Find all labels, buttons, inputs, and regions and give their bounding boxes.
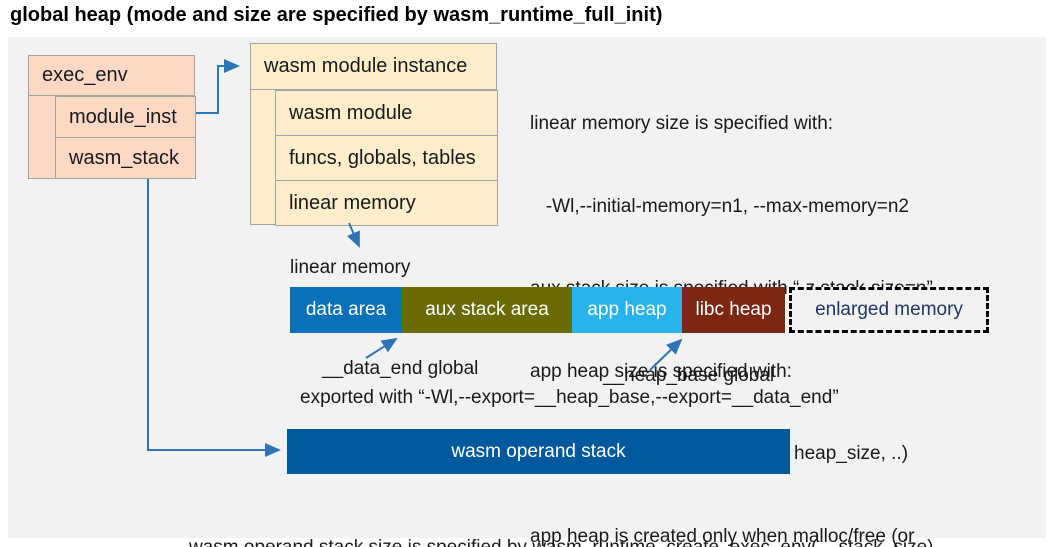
segment-label: app heap [587, 299, 667, 320]
segment-label: libc heap [695, 299, 772, 320]
module-instance-label: wasm module instance [251, 44, 496, 90]
wasm-operand-stack-label: wasm operand stack [451, 440, 626, 462]
funcs-globals-tables-box: funcs, globals, tables [275, 135, 498, 181]
segment-label: data area [305, 299, 387, 320]
wasm-stack-box: wasm_stack [55, 137, 196, 179]
segment-label: aux stack area [425, 299, 549, 320]
note-line-2: -Wl,--initial-memory=n1, --max-memory=n2 [530, 195, 909, 217]
footer-line-1: wasm operand stack size is specified by … [189, 535, 934, 547]
segment-app-heap: app heap [572, 287, 682, 333]
segment-data-area: data area [290, 287, 402, 333]
linear-memory-box: linear memory [275, 180, 498, 226]
module-instance-box: wasm module instance wasm module funcs, … [250, 43, 498, 226]
exec-env-label: exec_env [29, 56, 194, 96]
exec-env-box: exec_env module_inst wasm_stack [28, 55, 196, 179]
exported-with-label: exported with “-Wl,--export=__heap_base,… [300, 387, 839, 408]
module-inst-box: module_inst [55, 96, 196, 138]
segment-aux-stack-area: aux stack area [402, 287, 572, 333]
wasm-module-box: wasm module [275, 90, 498, 136]
segment-libc-heap: libc heap [682, 287, 785, 333]
note-line-1: linear memory size is specified with: [530, 113, 834, 134]
diagram-title: global heap (mode and size are specified… [10, 4, 663, 26]
segment-enlarged-memory: enlarged memory [789, 287, 989, 333]
footer-notes: wasm operand stack size is specified by … [189, 483, 934, 547]
data-end-global-label: __data_end global [322, 358, 479, 379]
heap-base-global-label: __heap_base global [603, 365, 775, 386]
segment-label: enlarged memory [815, 299, 963, 320]
note-line-4: app heap size is specified with: [530, 360, 792, 382]
linear-memory-bar: data area aux stack area app heap libc h… [290, 287, 989, 333]
linear-memory-label: linear memory [290, 257, 411, 278]
wasm-operand-stack-bar: wasm operand stack [287, 429, 790, 474]
note-line-6: app heap is created only when malloc/fre… [530, 525, 915, 547]
